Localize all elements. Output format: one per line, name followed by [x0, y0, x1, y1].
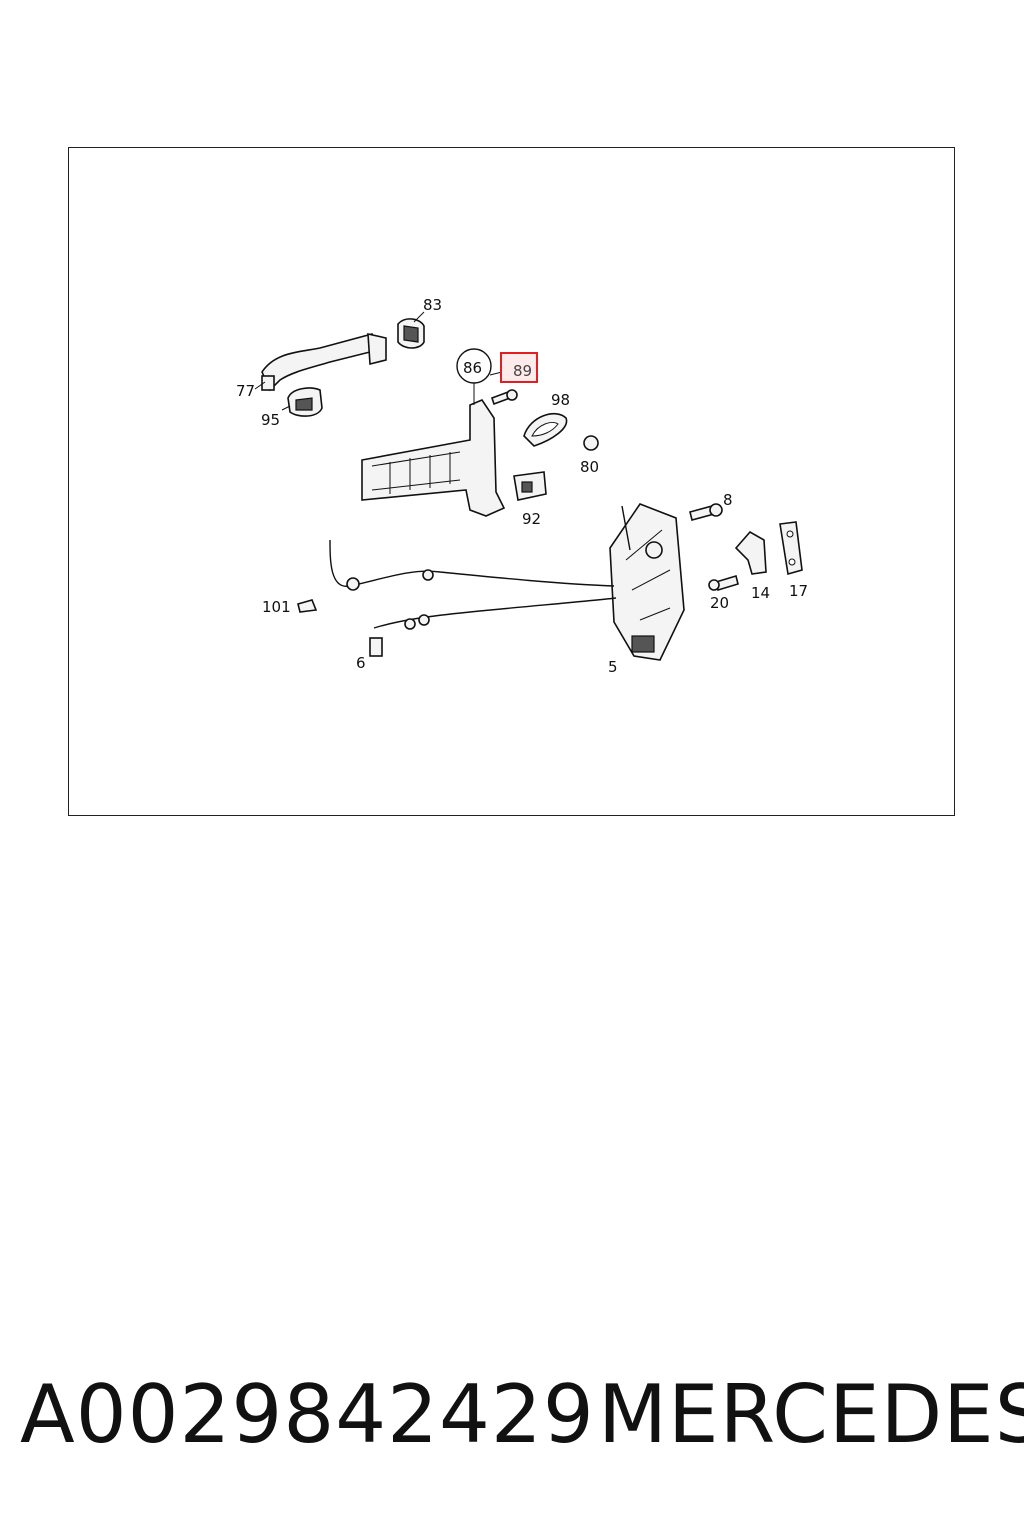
brand-name: MERCEDES: [598, 1368, 1024, 1461]
callout-98[interactable]: 98: [551, 391, 570, 409]
bolt-part-8[interactable]: [689, 503, 723, 521]
callout-80[interactable]: 80: [580, 458, 599, 476]
handle-carrier-part[interactable]: [361, 348, 506, 517]
plate-part-17[interactable]: [779, 521, 803, 576]
callout-92[interactable]: 92: [522, 510, 541, 528]
callout-77[interactable]: 77: [236, 382, 255, 400]
callout-8[interactable]: 8: [723, 491, 733, 509]
door-lock-part[interactable]: [609, 503, 685, 661]
handle-cover-part[interactable]: [281, 387, 323, 417]
callout-17[interactable]: 17: [789, 582, 808, 600]
highlight-box: [500, 352, 538, 383]
seal-part[interactable]: [523, 412, 568, 447]
plug-part[interactable]: [583, 435, 599, 451]
handle-end-cap-part[interactable]: [397, 311, 425, 349]
diagram-frame: [68, 147, 955, 816]
bracket-part-14[interactable]: [734, 530, 767, 575]
clip-part-101[interactable]: [297, 599, 318, 613]
callout-5[interactable]: 5: [608, 658, 618, 676]
callout-86[interactable]: 86: [463, 359, 482, 377]
callout-83[interactable]: 83: [423, 296, 442, 314]
part-number: A0029842429: [20, 1368, 595, 1461]
clip-part[interactable]: [513, 471, 547, 501]
callout-6[interactable]: 6: [356, 654, 366, 672]
callout-20[interactable]: 20: [710, 594, 729, 612]
actuation-cables: [329, 539, 617, 630]
door-handle-part[interactable]: [254, 332, 387, 392]
callout-89[interactable]: 89: [513, 362, 532, 380]
callout-101[interactable]: 101: [262, 598, 291, 616]
callout-95[interactable]: 95: [261, 411, 280, 429]
callout-14[interactable]: 14: [751, 584, 770, 602]
connector-part-6[interactable]: [369, 637, 383, 657]
screw-part-20[interactable]: [708, 574, 739, 592]
